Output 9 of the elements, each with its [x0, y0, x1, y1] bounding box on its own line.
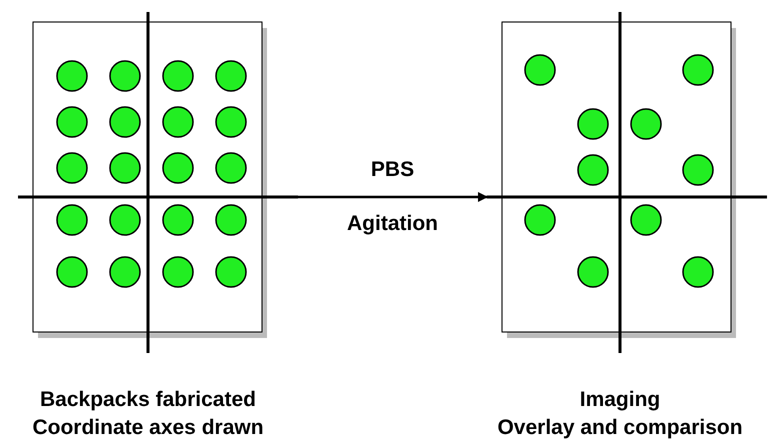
sample-grid-drawing — [18, 12, 298, 353]
sample-grid-drawing — [487, 12, 767, 353]
caption-text: Overlay and comparison — [496, 415, 744, 441]
arrow — [298, 192, 488, 202]
caption-text: Imaging — [578, 387, 662, 413]
caption-text: Coordinate axes drawn — [31, 415, 265, 441]
edge-label: PBS — [370, 158, 416, 182]
caption-text: Backpacks fabricated — [39, 387, 257, 413]
edge-label: Agitation — [346, 212, 439, 236]
